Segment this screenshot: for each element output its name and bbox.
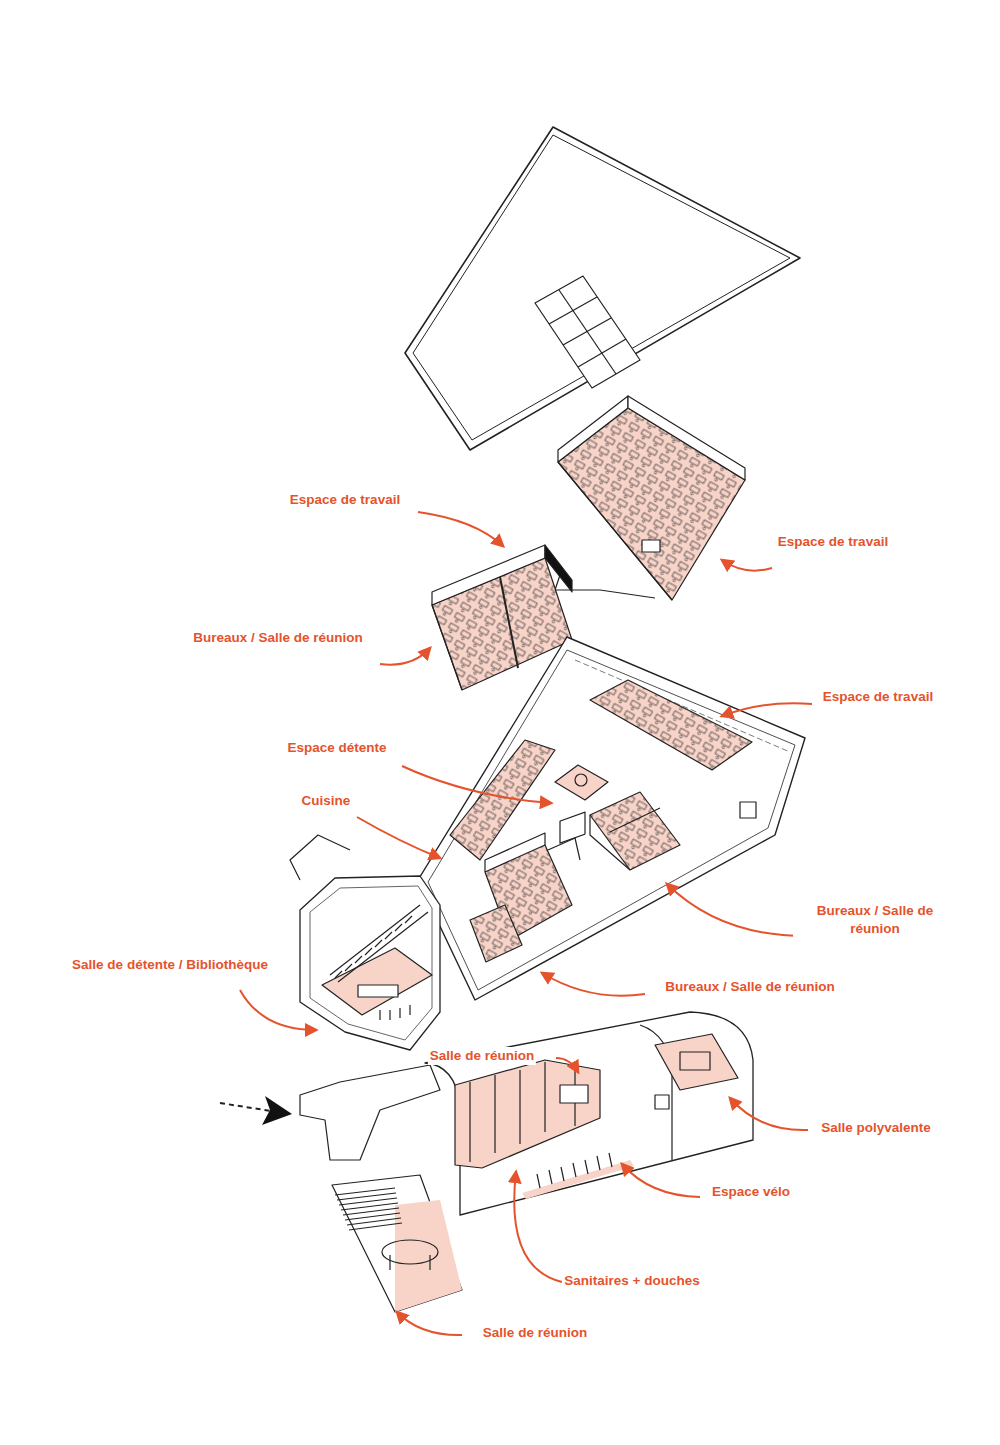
room-label: Espace de travail [821,688,935,706]
room-label: Bureaux / Salle de réunion [793,902,957,938]
room-label: Sanitaires + douches [562,1272,701,1290]
room-label: Espace vélo [710,1183,792,1201]
room-label: Espace de travail [288,491,402,509]
room-label: Espace de travail [776,533,890,551]
entrance-arrow [220,1096,292,1125]
room-label: Salle polyvalente [819,1119,933,1137]
room-label: Bureaux / Salle de réunion [663,978,837,996]
room-label: Salle de réunion [428,1047,536,1065]
room-label: Salle de réunion [481,1324,589,1342]
room-label: Espace détente [285,739,388,757]
room-label: Bureaux / Salle de réunion [191,629,365,647]
room-label: Salle de détente / Bibliothèque [70,956,270,974]
room-label: Cuisine [300,792,353,810]
building-drawing [290,127,805,1312]
